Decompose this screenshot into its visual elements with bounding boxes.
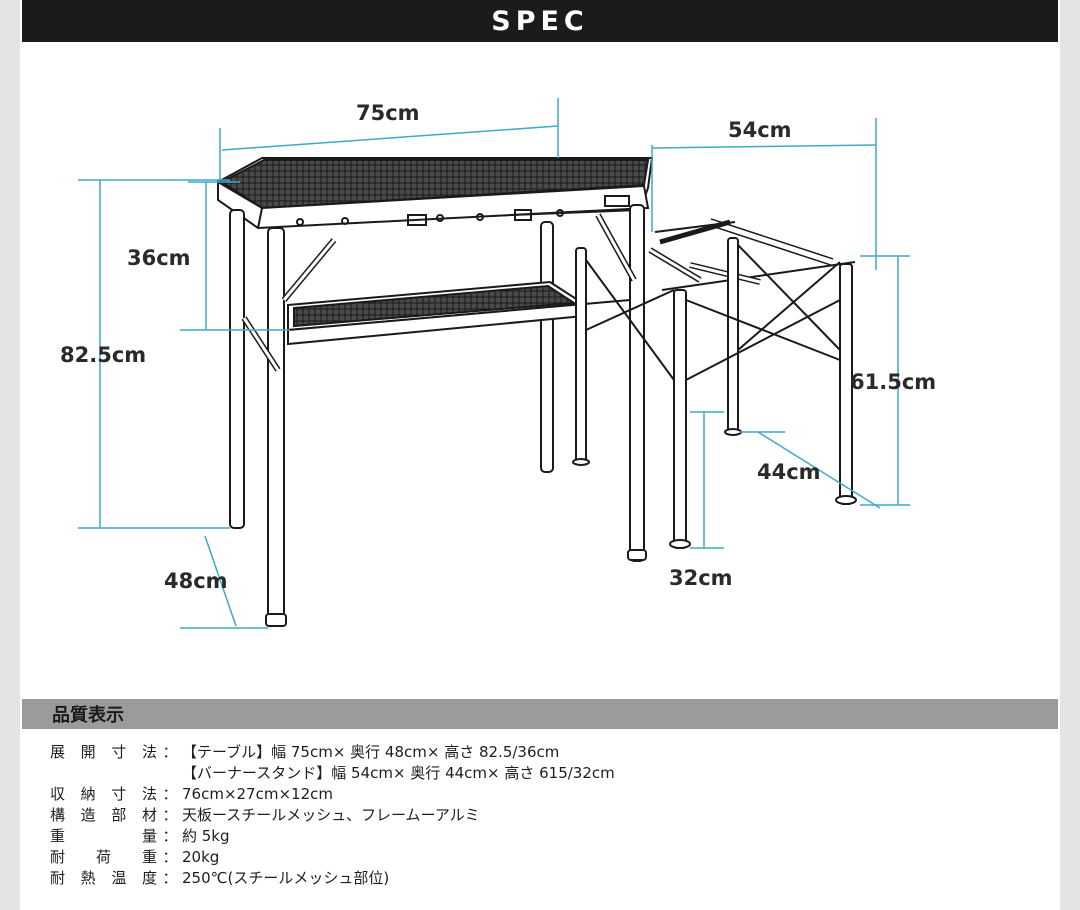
spec-row: 展開寸法 ： 【テーブル】幅 75cm× 奥行 48cm× 高さ 82.5/36… — [50, 742, 615, 763]
spec-value: 20kg — [182, 848, 220, 866]
dim-stand-low-height: 32cm — [669, 566, 733, 590]
spec-row: 収納寸法 ： 76cm×27cm×12cm — [50, 784, 615, 805]
spec-colon-blank — [158, 763, 182, 784]
spec-key: 耐熱温度 — [50, 869, 158, 887]
dim-table-depth: 48cm — [164, 569, 228, 593]
burner-stand-illustration — [572, 218, 857, 549]
spec-colon: ： — [162, 848, 178, 866]
dim-table-width: 75cm — [356, 101, 420, 125]
spec-table: 展開寸法 ： 【テーブル】幅 75cm× 奥行 48cm× 高さ 82.5/36… — [50, 742, 615, 889]
spec-key — [50, 763, 158, 784]
dim-table-height: 82.5cm — [60, 343, 146, 367]
spec-key: 収納寸法 — [50, 785, 158, 803]
dim-stand-depth: 44cm — [757, 460, 821, 484]
spec-colon: ： — [162, 869, 178, 887]
spec-key: 構造部材 — [50, 806, 158, 824]
spec-row: 構造部材 ： 天板ースチールメッシュ、フレームーアルミ — [50, 805, 615, 826]
dimension-lines — [78, 98, 910, 629]
table-illustration — [217, 157, 654, 627]
dim-shelf-height: 36cm — [127, 246, 191, 270]
spec-colon: ： — [162, 743, 178, 761]
spec-key: 耐荷重 — [50, 848, 158, 866]
spec-value: 【テーブル】幅 75cm× 奥行 48cm× 高さ 82.5/36cm — [182, 743, 560, 761]
spec-title: SPEC — [491, 5, 589, 37]
spec-value: 約 5kg — [182, 827, 230, 845]
spec-row: 耐熱温度 ： 250℃(スチールメッシュ部位) — [50, 868, 615, 889]
product-dimension-diagram: 75cm 54cm 36cm 82.5cm 48cm 61.5cm 44cm 3… — [60, 98, 936, 629]
spec-row: 【バーナースタンド】幅 54cm× 奥行 44cm× 高さ 615/32cm — [50, 763, 615, 784]
spec-colon: ： — [162, 806, 178, 824]
spec-value: 天板ースチールメッシュ、フレームーアルミ — [182, 806, 480, 824]
quality-section-header: 品質表示 — [22, 699, 1058, 729]
spec-value: 【バーナースタンド】幅 54cm× 奥行 44cm× 高さ 615/32cm — [182, 764, 615, 782]
dim-stand-height: 61.5cm — [850, 370, 936, 394]
spec-colon: ： — [162, 827, 178, 845]
dim-stand-width: 54cm — [728, 118, 792, 142]
spec-row: 耐荷重 ： 20kg — [50, 847, 615, 868]
quality-heading: 品質表示 — [52, 705, 124, 726]
spec-banner: SPEC — [22, 0, 1058, 42]
spec-key: 重量 — [50, 827, 158, 845]
spec-row: 重量 ： 約 5kg — [50, 826, 615, 847]
spec-key: 展開寸法 — [50, 743, 158, 761]
spec-colon: ： — [162, 785, 178, 803]
spec-value: 76cm×27cm×12cm — [182, 785, 333, 803]
spec-value: 250℃(スチールメッシュ部位) — [182, 869, 390, 887]
